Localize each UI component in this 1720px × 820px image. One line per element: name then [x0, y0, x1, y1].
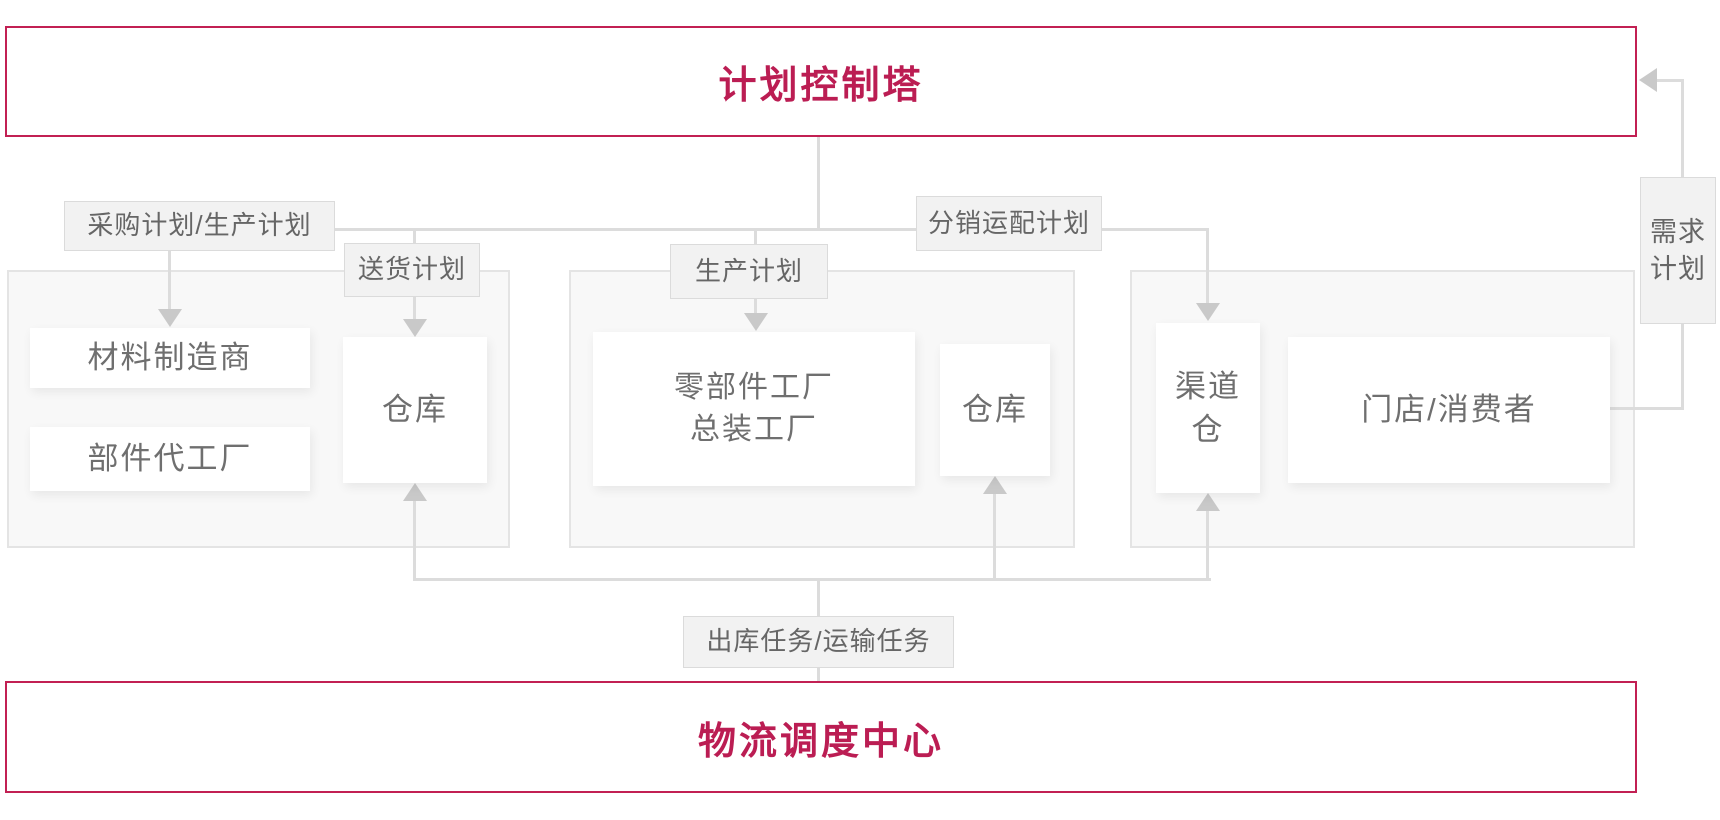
label-distribution-plan-text: 分销运配计划: [927, 207, 1090, 238]
connector-up-channel-warehouse: [1206, 511, 1209, 580]
connector-line-to-production-label: [754, 230, 757, 244]
node-parts-assembly-factory: 零部件工厂 总装工厂: [593, 332, 915, 486]
node-warehouse-left: 仓库: [343, 337, 487, 483]
node-warehouse-mid: 仓库: [940, 344, 1050, 476]
label-outbound-transport-task-text: 出库任务/运输任务: [706, 626, 931, 657]
arrowhead-left-tower-icon: [1639, 68, 1657, 92]
connector-planning-horizontal: [335, 228, 1209, 231]
connector-demand-to-tower: [1657, 79, 1683, 82]
node-channel-warehouse-label-line2: 仓: [1191, 412, 1225, 447]
connector-stores-demand-horizontal: [1610, 407, 1683, 410]
label-procurement-production-plan: 采购计划/生产计划: [64, 201, 335, 251]
label-demand-plan: 需求 计划: [1640, 177, 1716, 324]
node-warehouse-mid-label: 仓库: [962, 392, 1028, 428]
node-component-oem-label: 部件代工厂: [87, 441, 253, 477]
label-procurement-production-plan-text: 采购计划/生产计划: [87, 210, 312, 241]
arrowhead-up-warehouse-mid-icon: [983, 476, 1007, 494]
label-demand-plan-text-line1: 需求: [1650, 217, 1706, 248]
arrowhead-up-warehouse-left-icon: [403, 483, 427, 501]
logistics-dispatch-center-title: 物流调度中心: [697, 720, 944, 763]
node-parts-factory-label-line2: 总装工厂: [690, 413, 818, 446]
connector-distribution-to-channel: [1206, 230, 1209, 304]
node-parts-factory-label-line1: 零部件工厂: [674, 371, 834, 404]
node-warehouse-left-label: 仓库: [382, 392, 448, 428]
connector-to-outbound-label: [817, 578, 820, 616]
label-delivery-plan-text: 送货计划: [357, 254, 466, 285]
connector-up-warehouse-left: [413, 501, 416, 580]
node-channel-warehouse: 渠道 仓: [1156, 323, 1260, 493]
connector-outbound-horizontal: [413, 578, 1211, 581]
connector-procurement-to-material: [168, 251, 171, 311]
node-stores-consumers-label: 门店/消费者: [1361, 392, 1537, 428]
label-outbound-transport-task: 出库任务/运输任务: [683, 616, 954, 668]
arrowhead-down-channel-icon: [1196, 303, 1220, 321]
node-component-oem: 部件代工厂: [30, 427, 310, 491]
label-production-plan-text: 生产计划: [694, 255, 803, 286]
connector-line-to-delivery-label: [413, 230, 416, 243]
node-material-manufacturer-label: 材料制造商: [87, 340, 253, 376]
arrowhead-down-parts-factory-icon: [744, 313, 768, 331]
connector-tower-trunk: [817, 137, 820, 231]
label-production-plan: 生产计划: [670, 244, 828, 299]
planning-control-tower-box: 计划控制塔: [5, 26, 1637, 137]
logistics-dispatch-center-box: 物流调度中心: [5, 681, 1637, 793]
connector-outbound-to-logistics: [817, 668, 820, 681]
node-material-manufacturer: 材料制造商: [30, 328, 310, 388]
connector-up-warehouse-mid: [993, 494, 996, 580]
arrowhead-down-warehouse-left-icon: [403, 319, 427, 337]
planning-control-tower-title: 计划控制塔: [718, 65, 924, 107]
label-delivery-plan: 送货计划: [344, 243, 480, 297]
node-stores-consumers: 门店/消费者: [1288, 337, 1610, 483]
arrowhead-down-material-icon: [158, 309, 182, 327]
connector-production-to-factory: [754, 299, 757, 315]
arrowhead-up-channel-icon: [1196, 493, 1220, 511]
label-demand-plan-text-line2: 计划: [1650, 253, 1706, 284]
connector-delivery-to-warehouse: [413, 297, 416, 321]
node-channel-warehouse-label-line1: 渠道: [1175, 368, 1241, 404]
label-distribution-plan: 分销运配计划: [916, 196, 1102, 251]
